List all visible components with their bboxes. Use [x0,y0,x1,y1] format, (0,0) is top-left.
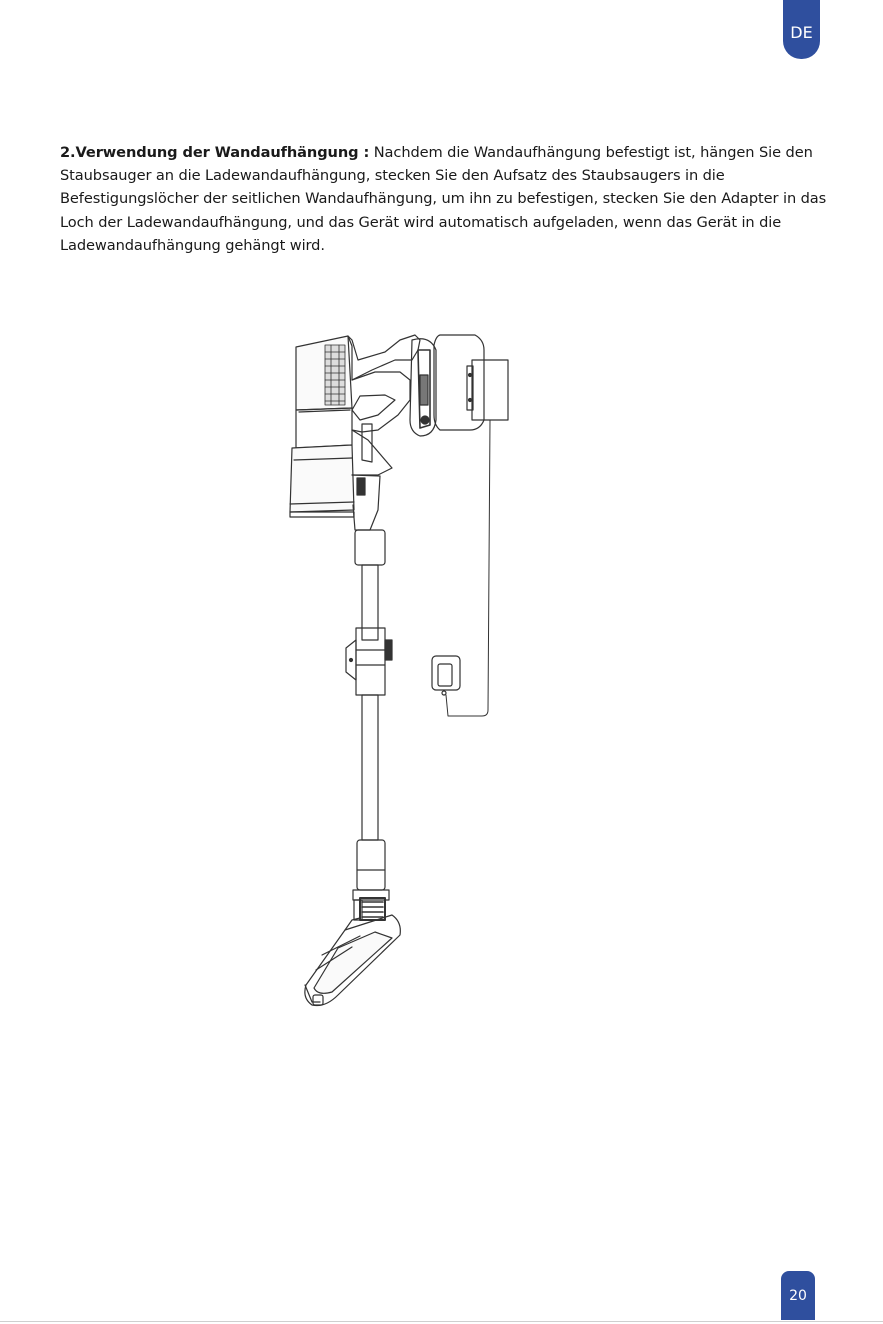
language-tab: DE [783,0,820,59]
bottom-divider [0,1321,883,1322]
floor-head-brush [304,914,401,1007]
language-code: DE [790,23,813,42]
main-body [347,334,421,531]
handle-grip [409,338,437,437]
wand-tube [345,529,393,891]
power-adapter [431,655,461,696]
page-number: 20 [789,1287,807,1304]
floor-head-joint [352,889,390,921]
section-heading: 2.Verwendung der Wandaufhängung : [60,144,370,161]
vacuum-wall-mount-illustration [289,334,509,1007]
power-cable [445,419,491,717]
instruction-paragraph: 2.Verwendung der Wandaufhängung : Nachde… [60,141,830,257]
cyclone-grill [324,344,346,406]
page-number-tab: 20 [781,1271,815,1320]
wall-mount [433,334,509,431]
section-body: Nachdem die Wandaufhängung befestigt ist… [60,144,827,254]
